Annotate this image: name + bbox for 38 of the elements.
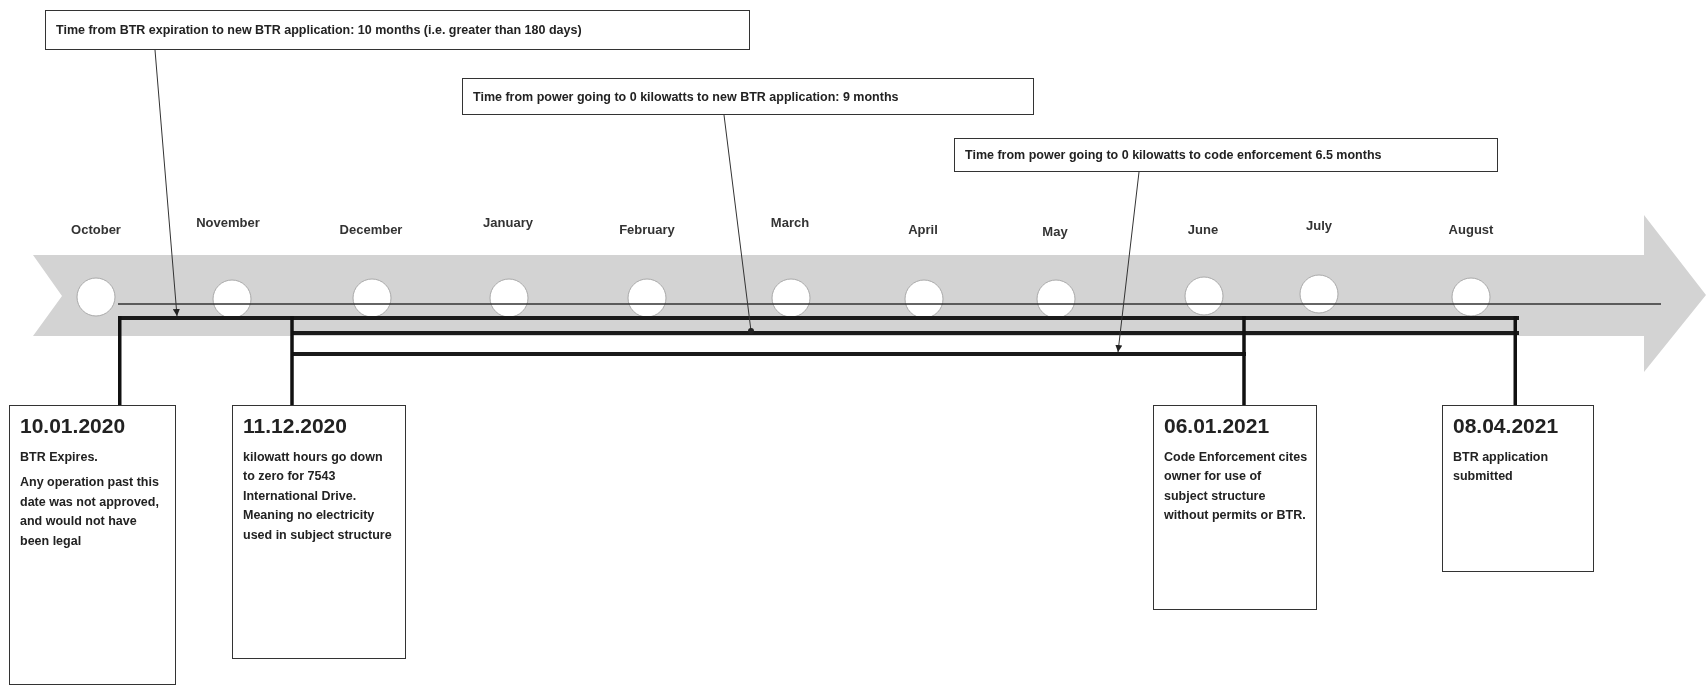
month-label: August <box>1448 222 1494 237</box>
timeline-tick <box>1242 316 1246 405</box>
month-label: June <box>1187 222 1219 237</box>
leader-line <box>723 114 754 334</box>
month-label: April <box>908 222 938 237</box>
month-label: May <box>1042 224 1068 239</box>
callout-text: Time from BTR expiration to new BTR application: 10 months (i.e. greater than 180 days) <box>56 23 582 37</box>
month-label: November <box>196 215 260 230</box>
event-description: Code Enforcement cites owner for use of subject structure without permits or BTR. <box>1164 449 1308 525</box>
leader-line <box>154 49 180 317</box>
callout-text: Time from power going to 0 kilowatts to code enforcement 6.5 months <box>965 148 1382 162</box>
month-label: February <box>619 222 675 237</box>
timeline-tick <box>1513 316 1517 405</box>
timeline-tick <box>118 316 122 405</box>
event-date: 11.12.2020 <box>243 414 348 438</box>
event-box <box>1153 405 1317 610</box>
event-box <box>9 405 176 685</box>
leader-line <box>1115 171 1140 353</box>
event-description: kilowatt hours go down to zero for 7543 International Drive. Meaning no electricity used in subject structure <box>243 449 393 544</box>
callout-box <box>954 138 1498 172</box>
month-label: July <box>1306 218 1332 233</box>
callout-box <box>45 10 750 50</box>
month-label: March <box>770 215 810 230</box>
event-description: BTR Expires. <box>20 449 99 466</box>
event-date: 10.01.2020 <box>20 414 127 438</box>
event-description: Any operation past this date was not approved, and would not have been legal <box>20 474 160 550</box>
event-description: BTR application submitted <box>1453 449 1550 486</box>
callout-text: Time from power going to 0 kilowatts to new BTR application: 9 months <box>473 89 899 104</box>
callout-box <box>462 78 1034 115</box>
event-box <box>1442 405 1594 572</box>
event-date: 08.04.2021 <box>1453 414 1560 438</box>
month-label: December <box>339 222 403 237</box>
timeline-tick <box>290 316 294 405</box>
month-label: October <box>71 222 121 237</box>
month-label: January <box>483 215 533 230</box>
event-box <box>232 405 406 659</box>
duration-bar <box>292 331 1519 335</box>
event-date: 06.01.2021 <box>1164 414 1271 438</box>
